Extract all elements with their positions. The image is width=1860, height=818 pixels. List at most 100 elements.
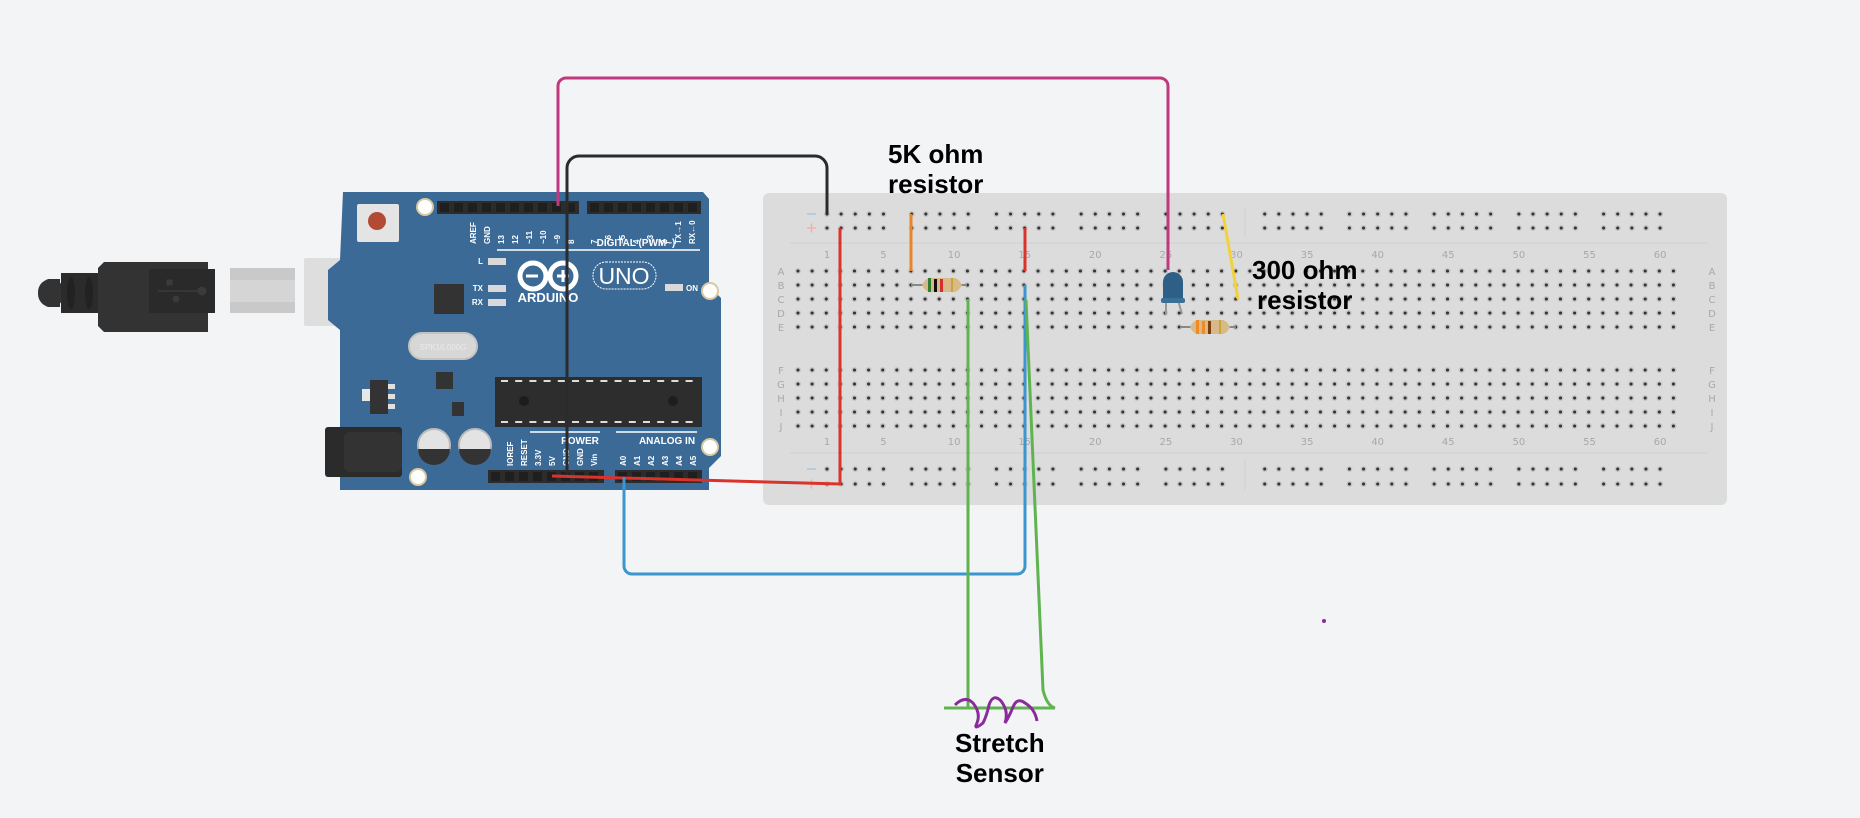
breadboard-hole[interactable] — [1077, 309, 1084, 317]
rail-hole[interactable] — [1445, 480, 1452, 488]
breadboard-hole[interactable] — [907, 309, 915, 317]
breadboard-hole[interactable] — [1006, 267, 1013, 275]
breadboard-hole[interactable] — [1147, 422, 1155, 430]
header-pin[interactable] — [660, 203, 669, 212]
breadboard-hole[interactable] — [1260, 394, 1268, 402]
breadboard-hole[interactable] — [865, 408, 872, 416]
breadboard-hole[interactable] — [1077, 422, 1084, 430]
breadboard-hole[interactable] — [809, 309, 816, 317]
breadboard-hole[interactable] — [1331, 408, 1338, 416]
rail-hole[interactable] — [1205, 210, 1212, 218]
breadboard-hole[interactable] — [922, 267, 929, 275]
breadboard-hole[interactable] — [1599, 295, 1606, 303]
breadboard-hole[interactable] — [794, 309, 802, 317]
breadboard-hole[interactable] — [1091, 380, 1098, 388]
breadboard-hole[interactable] — [1162, 422, 1169, 430]
breadboard-hole[interactable] — [1402, 281, 1409, 289]
breadboard-hole[interactable] — [1613, 323, 1621, 331]
rail-hole[interactable] — [922, 224, 929, 232]
arduino-uno-board[interactable]: SPK16.000G L TX RX ON — [325, 192, 721, 490]
rail-hole[interactable] — [1134, 480, 1141, 488]
breadboard-hole[interactable] — [1303, 380, 1310, 388]
rail-hole[interactable] — [1346, 480, 1353, 488]
rail-hole[interactable] — [1106, 480, 1113, 488]
breadboard-hole[interactable] — [879, 394, 886, 402]
breadboard-hole[interactable] — [1670, 380, 1677, 388]
breadboard-hole[interactable] — [978, 380, 985, 388]
rail-hole[interactable] — [1642, 224, 1650, 232]
breadboard-hole[interactable] — [1387, 323, 1395, 331]
breadboard-hole[interactable] — [1500, 422, 1508, 430]
breadboard-hole[interactable] — [1585, 267, 1592, 275]
breadboard-hole[interactable] — [1373, 295, 1380, 303]
breadboard-hole[interactable] — [1232, 309, 1239, 317]
breadboard-hole[interactable] — [1345, 408, 1352, 416]
breadboard-hole[interactable] — [1543, 281, 1550, 289]
breadboard-hole[interactable] — [1049, 267, 1056, 275]
rail-hole[interactable] — [951, 210, 958, 218]
rail-hole[interactable] — [993, 224, 1000, 232]
breadboard-hole[interactable] — [1345, 281, 1352, 289]
rail-hole[interactable] — [1106, 210, 1113, 218]
breadboard-hole[interactable] — [893, 267, 900, 275]
breadboard-hole[interactable] — [992, 323, 999, 331]
rail-hole[interactable] — [1628, 210, 1635, 218]
breadboard-hole[interactable] — [978, 394, 985, 402]
breadboard-hole[interactable] — [1613, 309, 1621, 317]
breadboard-hole[interactable] — [950, 366, 957, 374]
breadboard-hole[interactable] — [1345, 295, 1352, 303]
breadboard-hole[interactable] — [1402, 380, 1409, 388]
breadboard-hole[interactable] — [936, 422, 943, 430]
breadboard-hole[interactable] — [950, 408, 957, 416]
breadboard-hole[interactable] — [1628, 309, 1635, 317]
breadboard-hole[interactable] — [1275, 366, 1282, 374]
breadboard-hole[interactable] — [794, 408, 802, 416]
breadboard-hole[interactable] — [1500, 295, 1508, 303]
breadboard-hole[interactable] — [879, 408, 886, 416]
rail-hole[interactable] — [1275, 224, 1282, 232]
breadboard-hole[interactable] — [1585, 323, 1592, 331]
breadboard-hole[interactable] — [1515, 380, 1522, 388]
breadboard-hole[interactable] — [1204, 394, 1211, 402]
rail-hole[interactable] — [1078, 480, 1085, 488]
breadboard-hole[interactable] — [936, 309, 943, 317]
breadboard-hole[interactable] — [794, 394, 802, 402]
breadboard-hole[interactable] — [1444, 422, 1451, 430]
rail-hole[interactable] — [1162, 480, 1169, 488]
breadboard-hole[interactable] — [823, 394, 830, 402]
breadboard-hole[interactable] — [1303, 366, 1310, 374]
breadboard-hole[interactable] — [1091, 408, 1098, 416]
breadboard-hole[interactable] — [1147, 309, 1155, 317]
breadboard-hole[interactable] — [1260, 309, 1268, 317]
breadboard-hole[interactable] — [1345, 309, 1352, 317]
header-pin[interactable] — [646, 472, 655, 481]
breadboard-hole[interactable] — [1628, 380, 1635, 388]
breadboard-hole[interactable] — [1049, 295, 1056, 303]
breadboard-hole[interactable] — [865, 281, 872, 289]
breadboard-hole[interactable] — [1063, 422, 1070, 430]
breadboard-hole[interactable] — [1500, 267, 1508, 275]
rail-hole[interactable] — [1600, 480, 1607, 488]
rail-hole[interactable] — [1049, 224, 1056, 232]
rail-hole[interactable] — [1049, 210, 1056, 218]
breadboard-hole[interactable] — [1500, 380, 1508, 388]
rail-hole[interactable] — [1176, 465, 1184, 473]
breadboard-hole[interactable] — [1472, 295, 1479, 303]
breadboard-hole[interactable] — [1289, 422, 1296, 430]
header-pin[interactable] — [533, 472, 542, 481]
breadboard-hole[interactable] — [851, 366, 858, 374]
breadboard-hole[interactable] — [823, 281, 830, 289]
breadboard-hole[interactable] — [1176, 366, 1183, 374]
breadboard-hole[interactable] — [1204, 309, 1211, 317]
breadboard-hole[interactable] — [1246, 408, 1253, 416]
breadboard-hole[interactable] — [1176, 422, 1183, 430]
breadboard-hole[interactable] — [1387, 422, 1395, 430]
breadboard-hole[interactable] — [1246, 422, 1253, 430]
rail-hole[interactable] — [866, 465, 873, 473]
breadboard-hole[interactable] — [1599, 323, 1606, 331]
header-pin[interactable] — [674, 472, 683, 481]
breadboard-hole[interactable] — [1656, 281, 1663, 289]
breadboard-hole[interactable] — [1260, 281, 1268, 289]
breadboard-hole[interactable] — [1289, 267, 1296, 275]
breadboard-hole[interactable] — [1585, 366, 1592, 374]
